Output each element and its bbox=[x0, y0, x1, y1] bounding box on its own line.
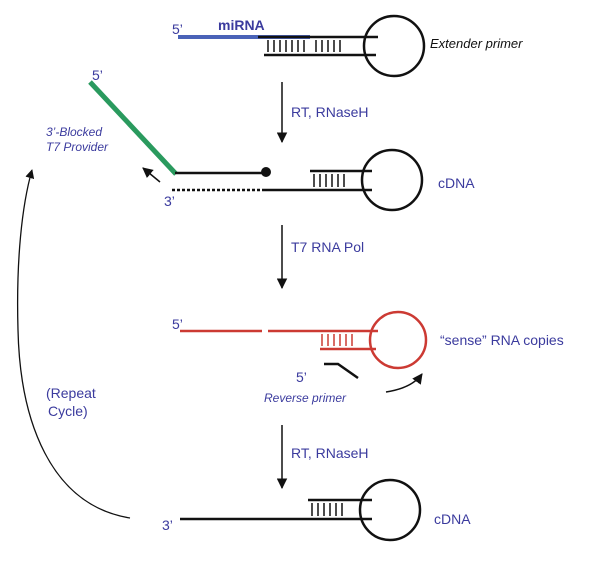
cdna-3prime-label: 3’ bbox=[164, 193, 175, 209]
mirna-label: miRNA bbox=[218, 17, 265, 33]
cdna2-label: cDNA bbox=[434, 511, 471, 527]
cdna2-loop bbox=[358, 478, 422, 542]
rev-primer-5prime-label: 5’ bbox=[296, 369, 307, 385]
step3-label: RT, RNaseH bbox=[291, 445, 369, 461]
reverse-primer-extension-arrow bbox=[385, 373, 423, 393]
sense-rna-loop bbox=[368, 310, 428, 370]
repeat-cycle-arrow bbox=[16, 169, 131, 519]
extender-primer-base-pairs bbox=[267, 40, 341, 52]
t7-displacement-arrow bbox=[142, 167, 161, 183]
step2-label: T7 RNA Pol bbox=[291, 239, 365, 255]
extender-primer-label: Extender primer bbox=[430, 36, 523, 51]
reverse-primer-strand bbox=[324, 362, 359, 380]
blocked-t7-label-line1: 3’-Blocked bbox=[46, 125, 103, 139]
cdna1-label: cDNA bbox=[438, 175, 475, 191]
reverse-primer-label: Reverse primer bbox=[264, 391, 347, 405]
final-3prime-label: 3’ bbox=[162, 517, 173, 533]
cdna2-base-pairs bbox=[311, 503, 343, 516]
cdna1-base-pairs bbox=[313, 174, 345, 187]
blocked-end-dot bbox=[261, 167, 271, 177]
rna-5prime-label: 5’ bbox=[172, 316, 183, 332]
repeat-cycle-label-line2: Cycle) bbox=[48, 403, 88, 419]
sense-rna-base-pairs bbox=[321, 334, 353, 346]
extender-primer-loop bbox=[362, 14, 426, 78]
repeat-cycle-label-line1: (Repeat bbox=[46, 385, 96, 401]
cdna1-loop bbox=[360, 148, 424, 212]
t7-5prime-label: 5’ bbox=[92, 67, 103, 83]
step1-label: RT, RNaseH bbox=[291, 104, 369, 120]
mirna-5prime-label: 5’ bbox=[172, 21, 183, 37]
blocked-t7-label-line2: T7 Provider bbox=[46, 140, 109, 154]
t7-provider-strand bbox=[88, 80, 178, 176]
sense-rna-label: “sense” RNA copies bbox=[440, 332, 564, 348]
